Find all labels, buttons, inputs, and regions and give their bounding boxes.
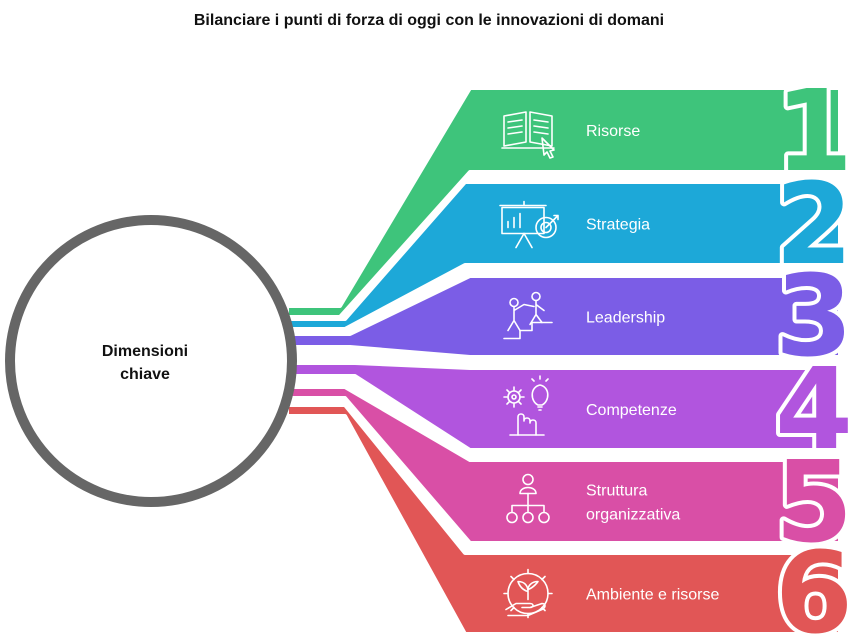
open-book-cursor-icon: [501, 111, 555, 159]
band-2: [285, 180, 842, 331]
center-label-line1: Dimensioni: [102, 343, 188, 360]
band-label-5-line2: organizzativa: [586, 507, 680, 524]
band-number-4: 4: [775, 345, 853, 475]
band-label-2: Strategia: [586, 217, 650, 234]
band-number-2: 2: [775, 160, 853, 290]
eco-hand-gear-icon: [503, 568, 553, 619]
band-6: [285, 403, 842, 636]
band-label-1: Risorse: [586, 123, 640, 140]
org-chart-icon: [506, 473, 550, 524]
band-label-4: Competenze: [586, 402, 677, 419]
band-5: [285, 385, 842, 545]
band-number-6: 6: [775, 529, 853, 641]
page-title: Bilanciare i punti di forza di oggi con …: [193, 12, 665, 29]
band-label-5-line1: Struttura: [586, 483, 647, 500]
gear-bulb-hand-icon: [503, 375, 549, 436]
center-label-line2: chiave: [120, 366, 170, 383]
band-label-3: Leadership: [586, 310, 665, 327]
band-number-3: 3: [775, 252, 853, 382]
band-3: [285, 274, 842, 359]
center-circle: [5, 215, 297, 507]
band-number-5: 5: [775, 438, 853, 568]
band-number-1: 1: [775, 67, 853, 197]
presentation-target-icon: [499, 200, 559, 249]
band-4: [285, 361, 842, 452]
band-label-6: Ambiente e risorse: [586, 587, 719, 604]
climbing-help-icon: [503, 291, 553, 340]
